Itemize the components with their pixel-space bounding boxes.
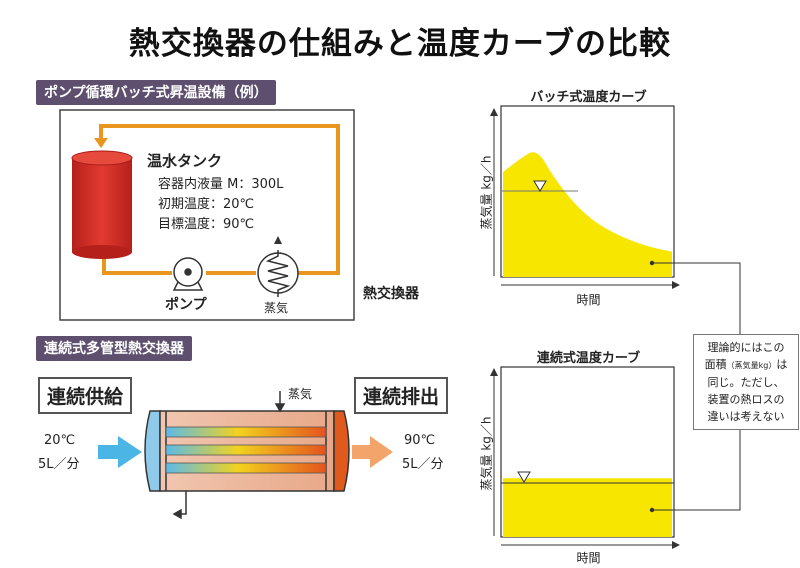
- pipe-arrow-icon: [94, 138, 108, 148]
- outlet-temp: 90℃: [404, 433, 436, 448]
- batch-frame: [59, 109, 355, 321]
- page-title: 熱交換器の仕組みと温度カーブの比較: [128, 26, 672, 62]
- batch-chart-ylabel: 蒸気量 kg／h: [479, 155, 494, 230]
- continuous-chart-xlabel: 時間: [576, 551, 601, 565]
- continuous-chart-title: 連続式温度カーブ: [536, 351, 641, 366]
- area-note: 理論的にはこの 面積（蒸気量kg）は 同じ。ただし、 装置の熱ロスの 違いは考え…: [693, 334, 799, 430]
- batch-steam-label: 蒸気: [264, 301, 289, 315]
- heat-exchanger-icon: [257, 236, 299, 297]
- pump-label: ポンプ: [165, 297, 207, 313]
- note-particle: は: [776, 358, 788, 371]
- note-line-5: 違いは考えない: [707, 410, 785, 423]
- hot-water-tank: [71, 150, 133, 259]
- pump-icon: [172, 257, 204, 291]
- inlet-arrow-icon: [98, 436, 142, 468]
- note-connectors: [652, 262, 741, 511]
- steam-inlet-arrow-icon: [274, 391, 286, 413]
- continuous-level-marker-icon: [517, 471, 531, 483]
- heat-exchanger-label: 熱交換器: [363, 286, 419, 302]
- tank-target-temp: 目標温度：90℃: [158, 217, 255, 232]
- continuous-section-tag: 連続式多管型熱交換器: [36, 336, 192, 361]
- continuous-supply-label: 連続供給: [38, 377, 133, 414]
- shell-tube-exchanger: [144, 410, 350, 492]
- note-line-3: 同じ。ただし、: [707, 376, 785, 389]
- batch-steam-area: [503, 152, 672, 277]
- outlet-arrow-icon: [352, 436, 393, 468]
- note-line-4: 装置の熱ロスの: [707, 393, 785, 406]
- continuous-discharge-label: 連続排出: [354, 377, 449, 414]
- continuous-steam-area: [503, 478, 672, 537]
- inlet-temp: 20℃: [44, 433, 76, 448]
- inlet-flow: 5L／分: [38, 457, 80, 472]
- batch-chart: [490, 105, 680, 289]
- batch-section-tag: ポンプ循環バッチ式昇温設備（例）: [36, 80, 276, 105]
- batch-chart-xlabel: 時間: [576, 293, 601, 307]
- note-line-1: 理論的にはこの: [707, 341, 785, 354]
- continuous-steam-label: 蒸気: [288, 387, 313, 401]
- continuous-chart: [490, 366, 680, 549]
- tank-initial-temp: 初期温度：20℃: [158, 197, 255, 212]
- note-area-word: 面積: [704, 358, 727, 371]
- circulation-pipe: [99, 124, 340, 275]
- batch-level-marker-icon: [533, 180, 547, 192]
- outlet-flow: 5L／分: [402, 457, 444, 472]
- batch-dot: [649, 260, 655, 266]
- continuous-chart-ylabel: 蒸気量 kg／h: [479, 416, 494, 491]
- tank-title: 温水タンク: [147, 152, 223, 170]
- continuous-dot: [649, 507, 655, 513]
- note-steam-qty: （蒸気量kg）: [726, 361, 777, 370]
- condensate-outlet-arrow-icon: [172, 491, 187, 520]
- tank-capacity: 容器内液量 M：300L: [158, 177, 284, 192]
- note-line-2: 面積（蒸気量kg）は: [698, 356, 794, 374]
- batch-chart-title: バッチ式温度カーブ: [530, 90, 647, 105]
